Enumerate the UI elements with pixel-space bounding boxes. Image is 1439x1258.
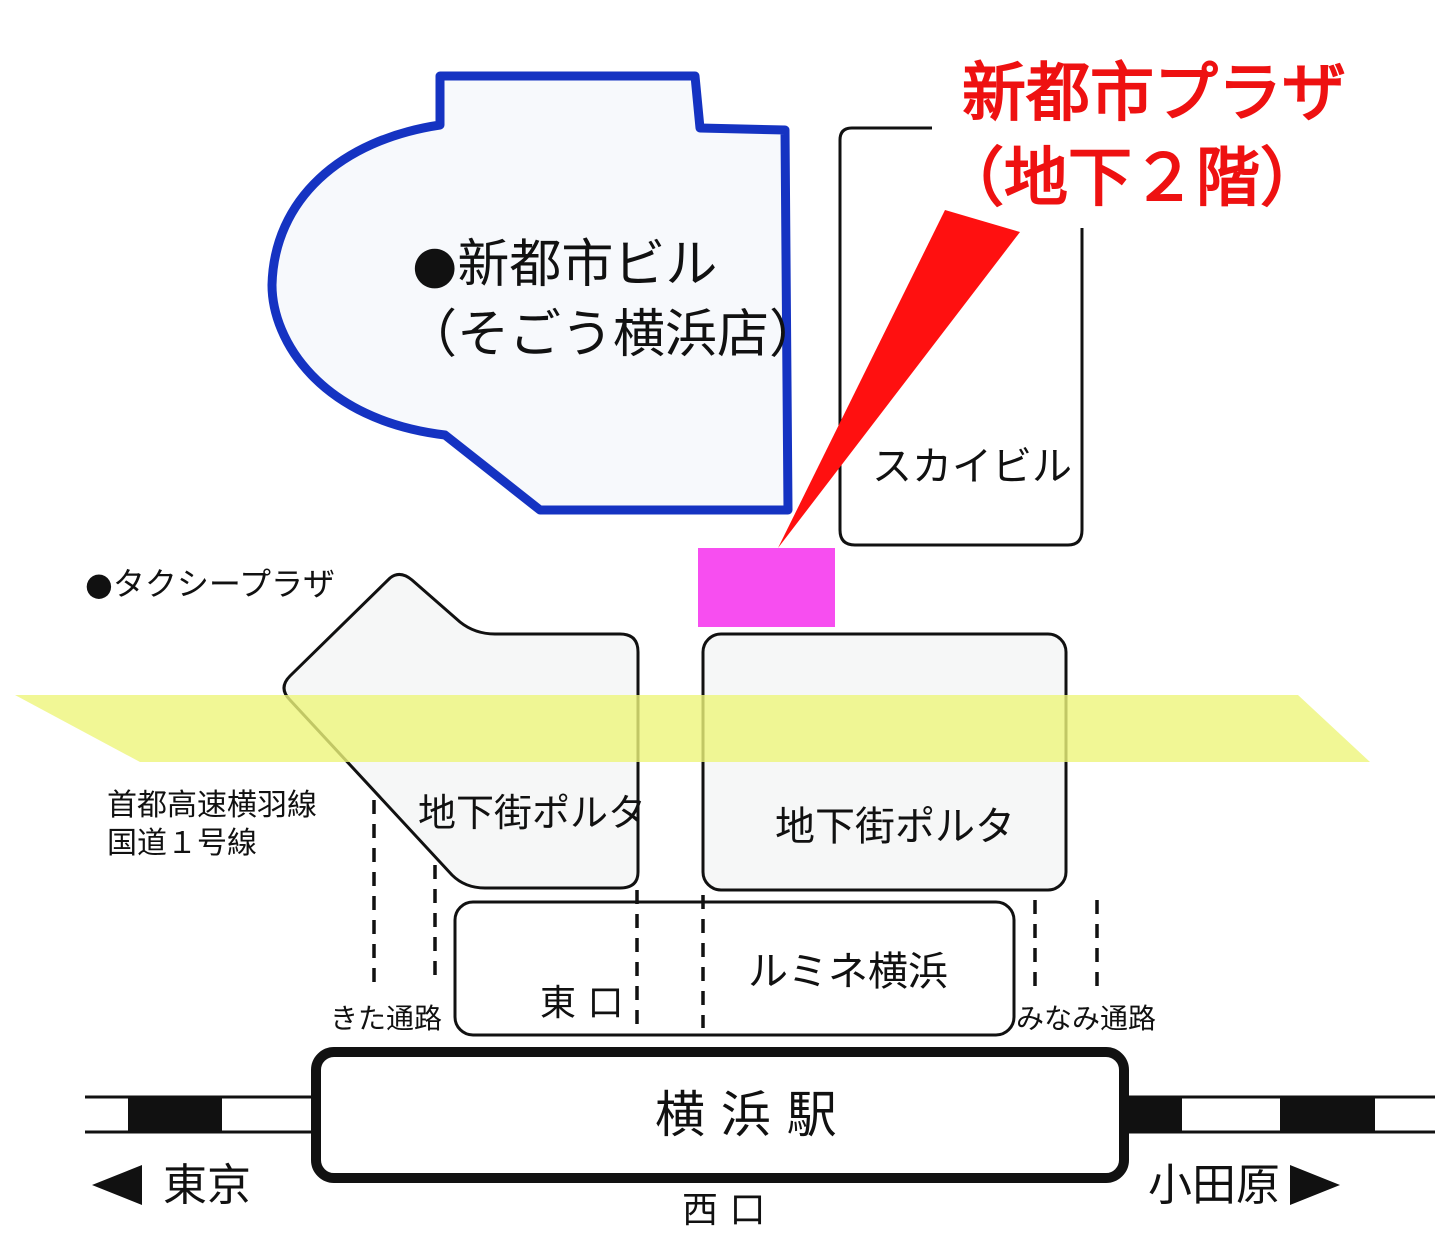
- lumine-label: ルミネ横浜: [748, 949, 948, 995]
- porta-left-label: 地下街ポルタ: [418, 791, 646, 835]
- sky-building-outline: [838, 126, 1084, 547]
- location-pointer: [778, 210, 1020, 548]
- expressway-band: [15, 695, 1370, 762]
- taxi-plaza-label: ●タクシープラザ: [85, 565, 335, 603]
- left-arrow-icon: [92, 1165, 142, 1205]
- south-passage-label: みなみ通路: [1016, 1002, 1156, 1035]
- lumine-outline: [453, 900, 1016, 1037]
- west-exit-label: 西 口: [682, 1190, 765, 1231]
- station-label: 横 浜 駅: [655, 1086, 837, 1144]
- plaza-title-1: 新都市プラザ: [962, 57, 1346, 131]
- north-passage-label: きた通路: [330, 1002, 442, 1035]
- right-arrow-icon: [1290, 1165, 1340, 1205]
- sky-building-label: スカイビル: [872, 444, 1072, 490]
- passage-lines: [372, 800, 1099, 1028]
- shintoshi-building-outline: [267, 71, 793, 515]
- yokohama-station-outline: [311, 1047, 1129, 1183]
- plaza-location-marker: [698, 548, 835, 627]
- sogo-label-2: （そごう横浜店）: [405, 305, 821, 365]
- sogo-label-1: ●新都市ビル: [412, 235, 717, 295]
- railway-tracks: [85, 1095, 1435, 1134]
- odawara-direction-label: 小田原: [1148, 1160, 1280, 1211]
- road-label-1: 首都高速横羽線: [107, 788, 317, 823]
- plaza-title-2: （地下２階）: [940, 142, 1324, 216]
- tokyo-direction-label: 東京: [163, 1160, 251, 1211]
- porta-right-label: 地下街ポルタ: [775, 804, 1015, 850]
- road-label-2: 国道１号線: [107, 826, 257, 861]
- east-exit-label: 東 口: [540, 983, 623, 1024]
